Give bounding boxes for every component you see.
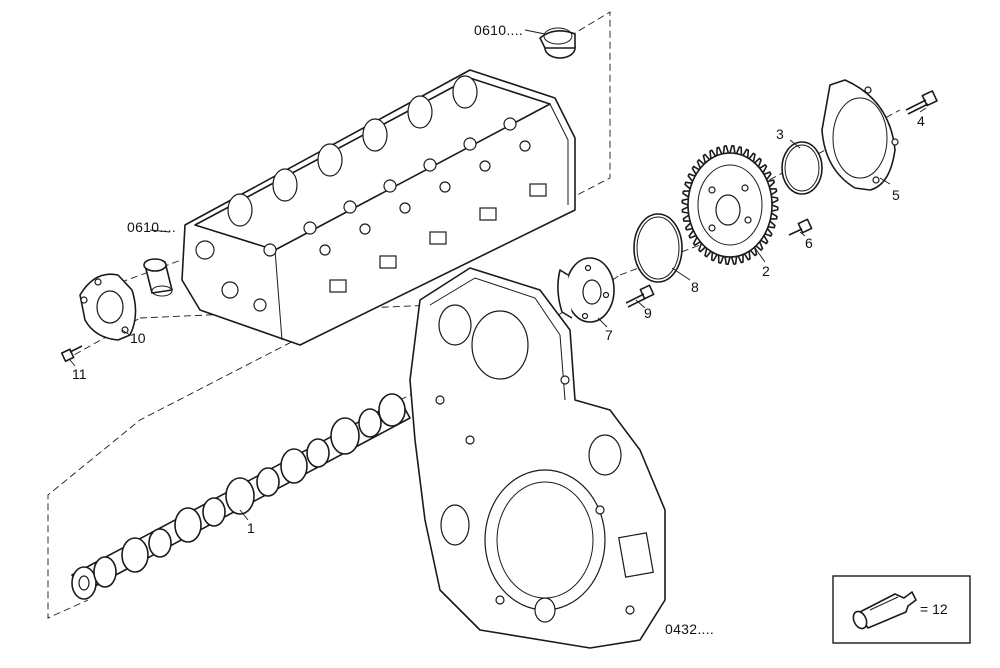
sealant-tube-icon	[852, 591, 917, 630]
callout-6: 6	[805, 235, 813, 251]
screw-6	[788, 218, 813, 236]
callout-11: 11	[72, 366, 87, 382]
screw-9	[625, 284, 655, 308]
camshaft-bushing-left	[143, 258, 173, 297]
head-bolt-bosses	[227, 75, 478, 227]
callout-9: 9	[644, 305, 652, 321]
o-ring-3	[781, 141, 823, 195]
reference-cylinder-head-left: 0610....	[127, 219, 176, 235]
camshaft	[71, 393, 411, 600]
callout-10: 10	[130, 330, 146, 346]
callout-7: 7	[605, 327, 613, 343]
head-valve-seats	[263, 117, 531, 257]
callout-2: 2	[762, 263, 770, 279]
reference-timing-case: 0432....	[665, 621, 714, 637]
callout-5: 5	[892, 187, 900, 203]
cylinder-head	[181, 69, 576, 346]
screw-11	[60, 345, 83, 363]
head-side-ports	[195, 183, 547, 312]
camshaft-gear-2	[681, 145, 779, 265]
callout-4: 4	[917, 113, 925, 129]
end-cover-plate	[79, 273, 137, 341]
timing-gear-case	[409, 267, 666, 649]
sealant-legend: = 12	[832, 575, 971, 644]
camshaft-bushing-top	[539, 27, 576, 59]
callout-3: 3	[776, 126, 784, 142]
reference-cylinder-head-top: 0610....	[474, 22, 523, 38]
gear-hub-7	[557, 257, 615, 323]
screw-4	[905, 90, 938, 115]
o-ring-8	[633, 213, 683, 283]
callout-labels: 1 2 3 4 5 6 7 8 9 10 11	[72, 113, 925, 536]
gear-cover-plate-5	[821, 79, 899, 191]
sealant-legend-text: = 12	[920, 601, 948, 617]
callout-1: 1	[247, 520, 255, 536]
callout-8: 8	[691, 279, 699, 295]
callout-leaders	[69, 29, 927, 521]
